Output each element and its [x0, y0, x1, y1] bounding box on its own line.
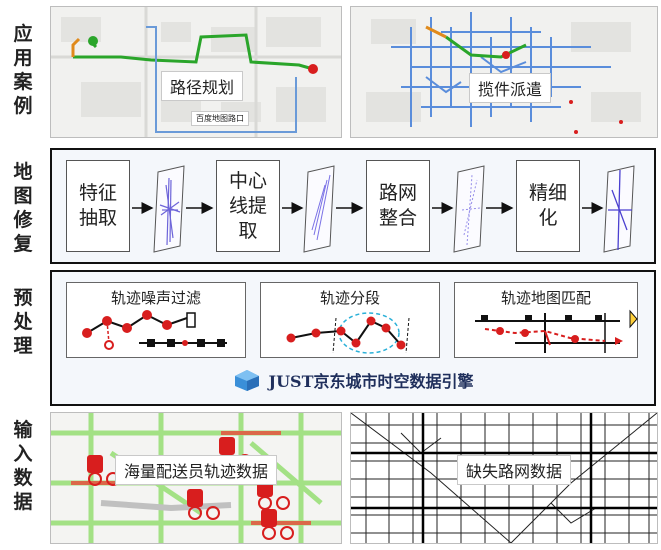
- step-network-integration-text: 路网整合: [378, 182, 417, 229]
- route-planning-label: 路径规划: [161, 71, 244, 101]
- step-refinement: 精细化: [516, 160, 580, 252]
- missing-roads-map: 缺失路网数据: [350, 412, 658, 544]
- noise-filter-title: 轨迹噪声过滤: [110, 289, 201, 307]
- step-refinement-text: 精细化: [528, 182, 567, 229]
- pickup-dispatch-map: 揽件派遣: [350, 6, 658, 138]
- side-label-map-repair-text: 地图修复: [13, 161, 33, 255]
- pickup-dispatch-map-drawing: [366, 12, 641, 134]
- just-engine-text: JUST京东城市时空数据引擎: [268, 372, 474, 391]
- pickup-dispatch-label: 揽件派遣: [469, 73, 552, 103]
- courier-trajectory-label: 海量配送员轨迹数据: [115, 455, 278, 485]
- side-label-applications: 应用案例: [6, 22, 40, 118]
- just-engine-banner: JUST京东城市时空数据引擎: [52, 368, 654, 392]
- segmentation-drawing: [286, 312, 410, 354]
- step-feature-extraction-text: 特征抽取: [78, 182, 117, 229]
- step-network-integration: 路网整合: [366, 160, 430, 252]
- side-label-input-data-text: 输入数据: [13, 419, 33, 513]
- step-centerline-extraction: 中心线提取: [216, 160, 280, 252]
- repair-thumb-3: [453, 165, 485, 253]
- route-planning-map-drawing: [51, 7, 341, 137]
- map-repair-panel: 特征抽取 中心线提取 路网整合 精细化: [50, 148, 656, 264]
- courier-trajectory-map: 海量配送员轨迹数据: [50, 412, 342, 544]
- side-label-input-data: 输入数据: [6, 418, 40, 514]
- map-matching-drawing: [475, 309, 638, 353]
- route-planning-map: 路径规划 百度地图路口: [50, 6, 342, 138]
- preprocessing-panel: 轨迹噪声过滤 轨迹分段 轨迹地图匹配: [50, 270, 656, 406]
- map-repair-flow: [132, 165, 635, 253]
- step-feature-extraction: 特征抽取: [66, 160, 130, 252]
- segmentation-title: 轨迹分段: [319, 289, 380, 307]
- side-label-preprocessing-text: 预处理: [13, 287, 33, 357]
- just-logo-icon: [234, 370, 259, 391]
- noise-filter-box: 轨迹噪声过滤: [66, 282, 246, 358]
- side-label-map-repair: 地图修复: [6, 160, 40, 256]
- map-matching-title: 轨迹地图匹配: [500, 289, 591, 307]
- segmentation-box: 轨迹分段: [260, 282, 440, 358]
- step-centerline-extraction-text: 中心线提取: [228, 169, 267, 242]
- noise-filter-drawing: [82, 310, 227, 350]
- missing-roads-label: 缺失路网数据: [457, 455, 572, 485]
- map-matching-box: 轨迹地图匹配: [454, 282, 638, 358]
- side-label-applications-text: 应用案例: [13, 23, 33, 117]
- side-label-preprocessing: 预处理: [6, 286, 40, 358]
- route-planning-small-tag: 百度地图路口: [191, 111, 249, 126]
- repair-thumb-2: [303, 165, 335, 253]
